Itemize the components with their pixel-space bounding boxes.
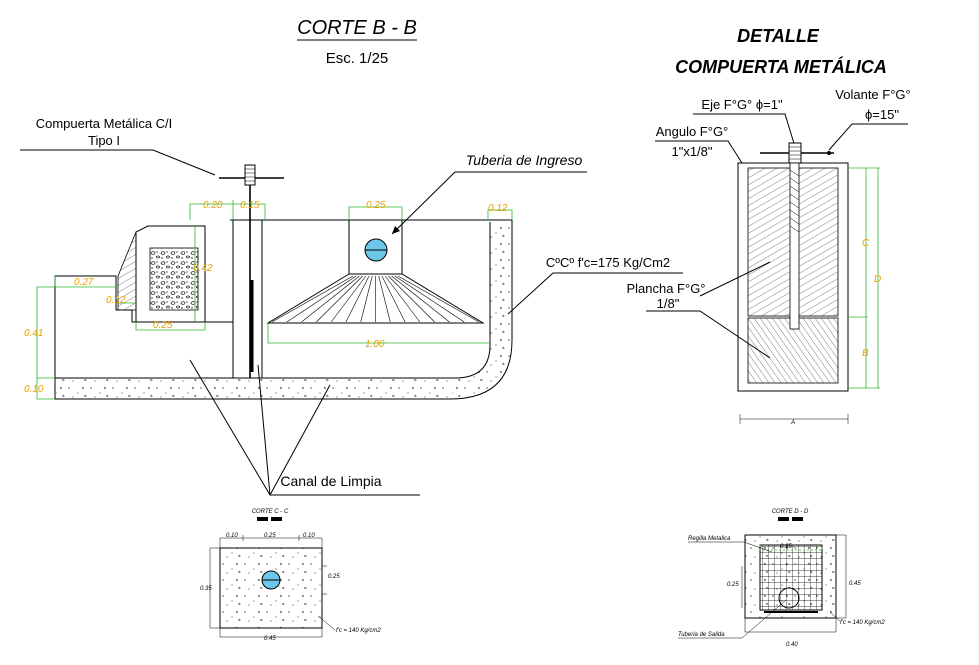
wheel-label-1: Volante F°G° bbox=[835, 87, 910, 102]
fan-line bbox=[345, 275, 370, 323]
dd-dim-0-40: 0.40 bbox=[786, 642, 798, 648]
fan-line bbox=[381, 275, 406, 323]
fan-line bbox=[301, 275, 360, 323]
plate-label-2: 1/8" bbox=[657, 296, 680, 311]
dd-concrete-label: f'c = 140 Kg/cm2 bbox=[840, 620, 885, 626]
channel-label: Canal de Limpia bbox=[280, 473, 381, 489]
fan-line bbox=[388, 275, 435, 323]
fan-line bbox=[397, 275, 480, 323]
shaft-leader bbox=[693, 113, 797, 151]
dim-0-25-bottom: 0.25 bbox=[153, 320, 173, 331]
dd-dim-0-35: 0.35 bbox=[780, 544, 792, 550]
fan-line bbox=[391, 275, 450, 323]
spray-fan bbox=[266, 273, 485, 324]
fan-line bbox=[378, 275, 391, 323]
section-bb: CORTE B - B Esc. 1/25 Compuerta Metálica… bbox=[20, 17, 683, 496]
gate-leader bbox=[20, 149, 216, 176]
gate-detail: DETALLE COMPUERTA METÁLICA Eje F°G° ϕ=1"… bbox=[626, 26, 910, 426]
concrete-label: CºCº f'c=175 Kg/Cm2 bbox=[546, 255, 670, 270]
dim-0-42: 0.42 bbox=[193, 263, 213, 274]
dim-0-27: 0.27 bbox=[74, 277, 94, 288]
gate-label-line1: Compuerta Metálica C/I bbox=[36, 116, 173, 131]
channel-leader-2 bbox=[257, 364, 271, 496]
cc-dim-0-35: 0.35 bbox=[200, 586, 212, 592]
dim-0-41: 0.41 bbox=[24, 328, 43, 339]
fan-line bbox=[360, 275, 373, 323]
section-dd: CORTE D - D 0.35 0.25 0.45 0.40 Regilla … bbox=[678, 509, 885, 648]
section-dd-title: CORTE D - D bbox=[772, 509, 809, 515]
outlet-label: Tuberia de Salida bbox=[678, 632, 725, 638]
dim-0-20: 0.20 bbox=[203, 200, 223, 211]
angle-label-2: 1"x1/8" bbox=[671, 144, 712, 159]
section-cc-title: CORTE C - C bbox=[252, 509, 289, 515]
detail-shaft bbox=[789, 162, 800, 330]
fan-line bbox=[384, 275, 421, 323]
fan-line bbox=[271, 275, 354, 323]
section-cc: CORTE C - C 0.10 0.25 0.10 0.35 0.25 0.4… bbox=[200, 509, 381, 642]
cc-dim-0-10b: 0.10 bbox=[303, 533, 315, 539]
dim-0-12-top: 0.12 bbox=[488, 203, 508, 214]
pipe-leader bbox=[391, 171, 587, 235]
detail-dim-c: C bbox=[862, 238, 870, 249]
wheel-label-2: ϕ=15" bbox=[865, 107, 899, 122]
grille-label: Regilla Metalica bbox=[688, 536, 731, 542]
fan-line bbox=[394, 275, 465, 323]
cc-concrete-label: f'c = 140 Kg/cm2 bbox=[336, 628, 381, 634]
detail-dim-b: B bbox=[862, 348, 869, 359]
dim-0-25-top: 0.25 bbox=[366, 200, 386, 211]
angle-label-1: Angulo F°G° bbox=[656, 124, 729, 139]
fan-line bbox=[286, 275, 357, 323]
plate-label-1: Plancha F°G° bbox=[626, 281, 705, 296]
section-bb-title: CORTE B - B bbox=[297, 17, 417, 39]
concrete-leader bbox=[507, 272, 683, 315]
pipe-label: Tuberia de Ingreso bbox=[466, 152, 583, 168]
cc-dim-0-25v: 0.25 bbox=[328, 574, 340, 580]
detail-title-1: DETALLE bbox=[737, 26, 820, 46]
wheel-leader bbox=[828, 123, 908, 151]
shaft-label: Eje F°G° ϕ=1" bbox=[701, 97, 783, 112]
angle-leader bbox=[655, 140, 743, 164]
dim-1-00: 1.00 bbox=[365, 339, 385, 350]
inlet-step bbox=[54, 225, 233, 323]
detail-dim-d: D bbox=[874, 274, 881, 285]
gravel-filter bbox=[149, 247, 199, 311]
cc-dim-0-25: 0.25 bbox=[264, 533, 276, 539]
dimension-lines: 0.20 0.15 0.25 0.12 0.27 0.12 0.42 0.25 … bbox=[24, 200, 513, 400]
dim-0-15: 0.15 bbox=[240, 200, 260, 211]
gate-label-line2: Tipo I bbox=[88, 133, 120, 148]
outlet-pipe bbox=[778, 587, 800, 609]
cc-dim-0-10a: 0.10 bbox=[226, 533, 238, 539]
dd-dim-0-45: 0.45 bbox=[849, 581, 861, 587]
fan-line bbox=[330, 275, 367, 323]
detail-dim-a: A bbox=[790, 420, 795, 426]
dim-0-10: 0.10 bbox=[24, 384, 44, 395]
detail-title-2: COMPUERTA METÁLICA bbox=[675, 56, 887, 77]
fan-line bbox=[316, 275, 363, 323]
dim-0-12-left: 0.12 bbox=[106, 295, 126, 306]
metal-grille bbox=[759, 544, 823, 611]
section-bb-scale: Esc. 1/25 bbox=[326, 50, 389, 67]
cc-dim-0-45: 0.45 bbox=[264, 636, 276, 642]
channel-leader-3 bbox=[269, 384, 331, 496]
dd-dim-0-25: 0.25 bbox=[727, 582, 739, 588]
